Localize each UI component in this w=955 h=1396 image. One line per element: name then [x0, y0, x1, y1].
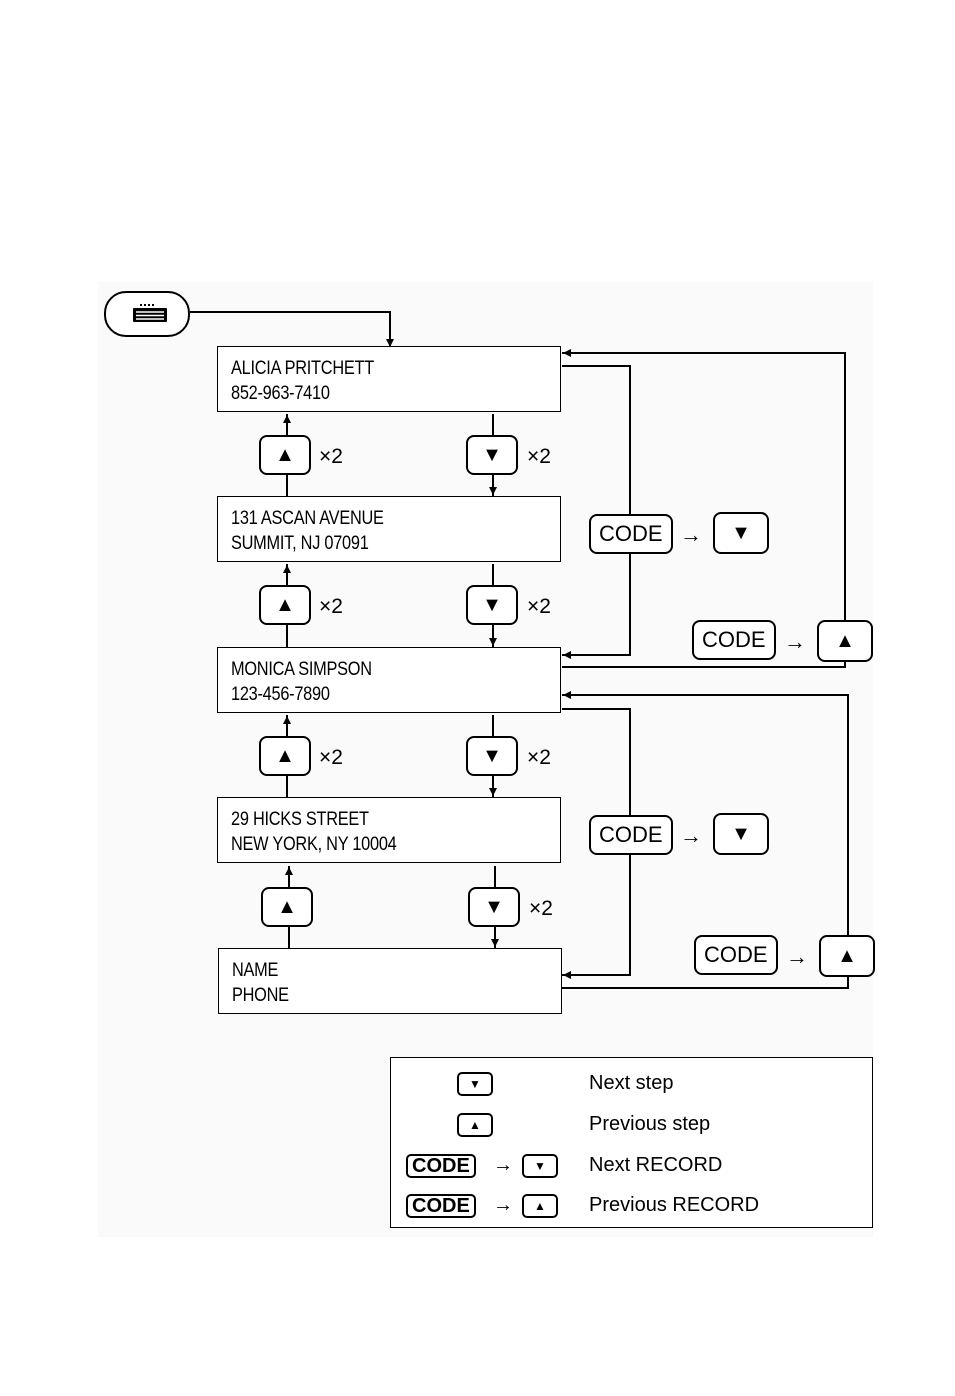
repeat-label: ×2 — [319, 746, 343, 770]
legend-down-key: ▼ — [457, 1072, 493, 1096]
screen-line-2: SUMMIT, NJ 07091 — [231, 531, 514, 556]
down-key[interactable]: ▼ — [466, 435, 518, 475]
then-arrow: → — [680, 823, 702, 849]
screen-line-1: NAME — [232, 958, 515, 983]
screen-record2-name: MONICA SIMPSON 123-456-7890 — [217, 647, 561, 713]
up-key[interactable]: ▲ — [817, 620, 873, 662]
up-key[interactable]: ▲ — [261, 887, 313, 927]
then-arrow: → — [680, 522, 702, 548]
down-key[interactable]: ▼ — [466, 736, 518, 776]
up-key[interactable]: ▲ — [259, 435, 311, 475]
screen-record1-name: ALICIA PRITCHETT 852-963-7410 — [217, 346, 561, 412]
up-key[interactable]: ▲ — [259, 736, 311, 776]
screen-empty-record: NAME PHONE — [218, 948, 562, 1014]
screen-line-1: 131 ASCAN AVENUE — [231, 506, 514, 531]
screen-line-2: PHONE — [232, 983, 515, 1008]
then-arrow: → — [786, 944, 808, 970]
legend-code-key: CODE — [406, 1154, 476, 1178]
legend-down-key: ▼ — [522, 1154, 558, 1178]
up-key[interactable]: ▲ — [259, 585, 311, 625]
repeat-label: ×2 — [527, 746, 551, 770]
down-key[interactable]: ▼ — [713, 813, 769, 855]
screen-record2-address: 29 HICKS STREET NEW YORK, NY 10004 — [217, 797, 561, 863]
up-key[interactable]: ▲ — [819, 935, 875, 977]
legend-text: Previous RECORD — [589, 1194, 759, 1217]
repeat-label: ×2 — [527, 445, 551, 469]
menu-key[interactable] — [104, 291, 190, 337]
then-arrow: → — [493, 1194, 513, 1217]
legend-up-key: ▲ — [522, 1194, 558, 1218]
repeat-label: ×2 — [319, 595, 343, 619]
screen-line-2: 852-963-7410 — [231, 381, 514, 406]
down-key[interactable]: ▼ — [466, 585, 518, 625]
down-key[interactable]: ▼ — [468, 887, 520, 927]
then-arrow: → — [784, 629, 806, 655]
menu-list-icon — [106, 293, 192, 339]
screen-line-2: 123-456-7890 — [231, 682, 514, 707]
down-key[interactable]: ▼ — [713, 512, 769, 554]
repeat-label: ×2 — [529, 897, 553, 921]
code-key[interactable]: CODE — [692, 620, 776, 660]
repeat-label: ×2 — [319, 445, 343, 469]
legend-text: Next RECORD — [589, 1154, 722, 1177]
screen-line-2: NEW YORK, NY 10004 — [231, 832, 514, 857]
legend-up-key: ▲ — [457, 1113, 493, 1137]
code-key[interactable]: CODE — [589, 815, 673, 855]
screen-line-1: ALICIA PRITCHETT — [231, 356, 514, 381]
screen-record1-address: 131 ASCAN AVENUE SUMMIT, NJ 07091 — [217, 496, 561, 562]
screen-line-1: MONICA SIMPSON — [231, 657, 514, 682]
legend: ▼ Next step ▲ Previous step CODE → ▼ Nex… — [390, 1057, 873, 1228]
then-arrow: → — [493, 1154, 513, 1177]
legend-text: Previous step — [589, 1113, 710, 1136]
code-key[interactable]: CODE — [589, 514, 673, 554]
legend-code-key: CODE — [406, 1194, 476, 1218]
screen-line-1: 29 HICKS STREET — [231, 807, 514, 832]
repeat-label: ×2 — [527, 595, 551, 619]
legend-text: Next step — [589, 1072, 673, 1095]
code-key[interactable]: CODE — [694, 935, 778, 975]
